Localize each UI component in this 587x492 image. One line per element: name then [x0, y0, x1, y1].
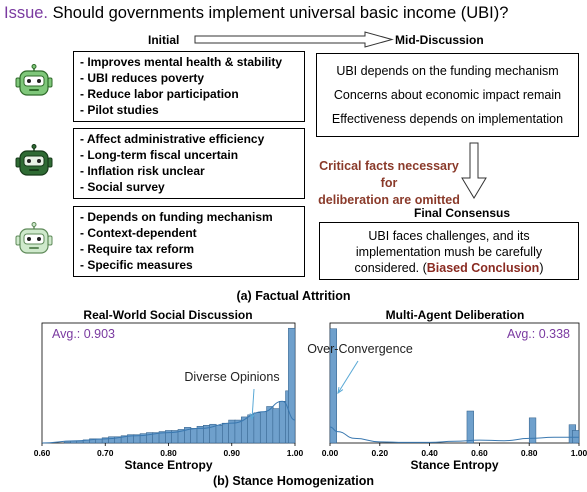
final-consensus-header: Final Consensus	[414, 206, 511, 220]
x-tick-label: 0.00	[322, 448, 339, 458]
agent-2-point: - Affect administrative efficiency	[80, 132, 265, 146]
omitted-line-2: deliberation are omitted	[318, 193, 460, 207]
annotation-label: Diverse Opinions	[184, 370, 279, 384]
kde-line	[41, 400, 296, 444]
x-axis-label: Stance Entropy	[410, 458, 498, 472]
final-line-3-post: )	[539, 261, 544, 275]
histogram-bar	[234, 419, 242, 444]
histogram-bar	[278, 401, 287, 444]
histogram-bar	[572, 430, 580, 444]
agent-3-point: - Require tax reform	[80, 242, 195, 256]
mid-point: Effectiveness depends on implementation	[331, 112, 564, 126]
x-tick-label: 0.60	[471, 448, 488, 458]
caption-a: (a) Factual Attrition	[236, 289, 351, 303]
annotation-label: Over-Convergence	[307, 342, 413, 356]
x-tick-label: 0.20	[372, 448, 389, 458]
final-line-1: UBI faces challenges, and its	[368, 229, 530, 243]
histogram-bar	[247, 414, 255, 444]
kde-line	[329, 426, 579, 443]
final-line-3: considered. (Biased Conclusion)	[320, 260, 578, 276]
omitted-line-1: Critical facts necessary for	[319, 159, 459, 190]
annotation-arrowhead	[337, 386, 344, 395]
agent-3-point: - Depends on funding mechanism	[80, 210, 273, 224]
issue-text: Should governments implement universal b…	[52, 4, 509, 22]
mid-discussion-box: UBI depends on the funding mechanism Con…	[316, 53, 579, 137]
agent-1-point: - UBI reduces poverty	[80, 71, 205, 85]
agent-1-point: - Improves mental health & stability	[80, 55, 283, 69]
x-tick-label: 0.40	[421, 448, 438, 458]
histogram-bar	[272, 408, 280, 444]
final-line-2: implementation mush be carefully	[355, 245, 543, 259]
mid-point: UBI depends on the funding mechanism	[336, 64, 559, 78]
annotation-arrow	[251, 388, 255, 420]
x-tick-label: 0.80	[160, 448, 177, 458]
agent-3-point: - Specific measures	[80, 258, 193, 272]
x-tick-label: 0.60	[34, 448, 51, 458]
omitted-facts-note: Critical facts necessary for deliberatio…	[310, 158, 468, 209]
issue-title: Issue. Should governments implement univ…	[4, 4, 508, 23]
histogram-bar	[190, 428, 198, 444]
histogram-bar	[63, 441, 72, 444]
agent-2-statements: - Affect administrative efficiency - Lon…	[73, 128, 305, 199]
final-consensus-box: UBI faces challenges, and its implementa…	[319, 222, 579, 280]
histogram-bar	[215, 425, 223, 444]
mid-point: Concerns about economic impact remain	[333, 88, 562, 102]
x-tick-label: 0.70	[97, 448, 114, 458]
agent-1-point: - Reduce labor participation	[80, 87, 239, 101]
mid-discussion-header: Mid-Discussion	[395, 33, 484, 47]
x-tick-label: 0.90	[223, 448, 240, 458]
agent-1-statements: - Improves mental health & stability - U…	[73, 51, 305, 122]
robot-agent-2-icon	[15, 144, 53, 176]
plot-frame	[329, 322, 580, 444]
issue-label: Issue.	[4, 4, 49, 22]
chart-title: Multi-Agent Deliberation	[386, 308, 525, 322]
flow-arrows	[194, 31, 487, 199]
histogram-bar	[222, 422, 230, 444]
chart-real-world: Real-World Social Discussion 0.60 0.70 0.80…	[34, 308, 304, 472]
arrow-right	[194, 31, 394, 48]
histogram-bar	[266, 406, 274, 444]
x-tick-label: 1.00	[571, 448, 587, 458]
initial-header: Initial	[148, 33, 180, 47]
histogram-bar	[108, 436, 116, 444]
annotation-arrowhead	[249, 413, 256, 421]
arrow-down	[461, 142, 487, 199]
chart-title: Real-World Social Discussion	[83, 308, 252, 322]
histogram-bar	[528, 417, 537, 444]
x-tick-label: 1.00	[287, 448, 304, 458]
agent-1-point: - Pilot studies	[80, 103, 159, 117]
average-label: Avg.: 0.903	[52, 327, 115, 341]
histogram-charts: Real-World Social Discussion 0.60 0.70 0.80…	[34, 308, 587, 472]
caption-b: (b) Stance Homogenization	[212, 474, 375, 488]
agent-2-point: - Inflation risk unclear	[80, 164, 205, 178]
robot-agent-1-icon	[15, 64, 53, 96]
agent-3-point: - Context-dependent	[80, 226, 197, 240]
histogram-bar	[329, 328, 337, 444]
x-axis-label: Stance Entropy	[124, 458, 212, 472]
x-tick-label: 0.80	[521, 448, 538, 458]
final-line-3-pre: considered. (	[354, 261, 427, 275]
average-label: Avg.: 0.338	[507, 327, 570, 341]
agent-3-statements: - Depends on funding mechanism - Context…	[73, 206, 305, 277]
histogram-bar	[288, 327, 296, 444]
histogram-bar	[253, 412, 261, 444]
histogram-bar	[259, 411, 268, 444]
agent-2-point: - Long-term fiscal uncertain	[80, 148, 239, 162]
biased-conclusion-label: Biased Conclusion	[426, 261, 540, 275]
agent-2-point: - Social survey	[80, 180, 165, 194]
robot-agent-3-icon	[15, 222, 53, 254]
histogram-bar	[466, 410, 474, 444]
annotation-arrow	[337, 360, 359, 394]
chart-multi-agent: Multi-Agent Deliberation 0.00 0.20 0.40 0.60…	[307, 308, 587, 472]
